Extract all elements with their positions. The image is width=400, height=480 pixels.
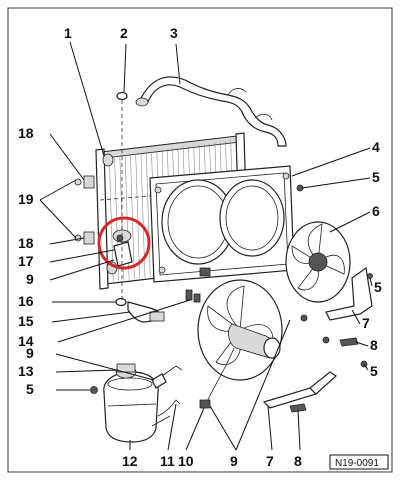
coolant-hose-upper (135, 76, 287, 147)
callout-8-bottom: 8 (294, 453, 302, 469)
fan-cable (205, 347, 235, 405)
fan-shroud (149, 165, 295, 283)
tank-bolt (90, 386, 98, 394)
callout-4: 4 (372, 139, 380, 155)
leader-lines (39, 41, 373, 451)
callout-16: 16 (18, 293, 34, 309)
tank-hose (157, 399, 181, 417)
callout-5-upper: 5 (372, 169, 380, 185)
callout-2: 2 (120, 25, 128, 41)
radiator-fin (130, 154, 135, 279)
o-ring-lower (115, 297, 127, 307)
callout-10: 10 (178, 453, 194, 469)
bolt-right-lower (322, 336, 330, 344)
connector-bracket (185, 267, 211, 303)
callout-5-lower-right: 5 (370, 363, 378, 379)
callout-6: 6 (372, 203, 380, 219)
callout-15: 15 (18, 313, 34, 329)
clips-left (74, 175, 95, 245)
callout-11: 11 (160, 453, 175, 469)
reference-code-box: N19-0091 (329, 454, 389, 470)
callouts: 1 2 3 4 5 6 5 7 8 5 18 19 18 17 9 16 15 … (18, 25, 382, 469)
callout-9-left: 9 (26, 271, 34, 287)
callout-12: 12 (122, 453, 138, 469)
radiator-fin (135, 153, 140, 279)
highlight-circle (97, 216, 151, 270)
tank-cap (115, 363, 137, 379)
callout-5-left: 5 (26, 381, 34, 397)
callout-5-right: 5 (374, 279, 382, 295)
fan-bracket-right (325, 266, 373, 347)
callout-8-right: 8 (370, 337, 378, 353)
coolant-flange (127, 301, 165, 323)
fan-right (285, 221, 351, 303)
callout-17: 17 (18, 253, 34, 269)
callout-1: 1 (64, 25, 72, 41)
o-ring-upper (116, 91, 128, 101)
fan-bracket-lower (262, 314, 337, 413)
diagram-frame (7, 7, 393, 473)
callout-9-mid: 9 (26, 345, 34, 361)
fan-left-motor (197, 279, 283, 381)
reference-code: N19-0091 (335, 458, 379, 469)
callout-7-bottom: 7 (266, 453, 274, 469)
callout-7-right: 7 (362, 315, 370, 331)
fan-connector (199, 399, 211, 409)
callout-18-lower: 18 (18, 235, 34, 251)
callout-13: 13 (18, 363, 34, 379)
callout-14: 14 (18, 333, 34, 349)
level-sensor (151, 365, 183, 389)
callout-9-bottom: 9 (230, 453, 238, 469)
callout-3: 3 (170, 25, 178, 41)
callout-18-upper: 18 (18, 125, 34, 141)
callout-19: 19 (18, 191, 34, 207)
radiator-fin (145, 152, 151, 277)
